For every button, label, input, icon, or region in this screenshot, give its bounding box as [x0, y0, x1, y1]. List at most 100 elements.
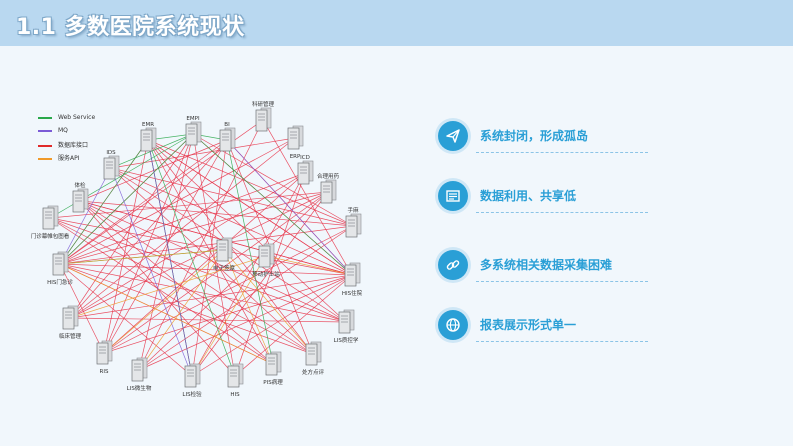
- legend-label: Web Service: [58, 114, 96, 121]
- connection-line: [49, 217, 274, 365]
- connection-line: [59, 172, 306, 265]
- server-label: ICD: [300, 155, 310, 161]
- server-node: RIS: [96, 340, 113, 375]
- connection-line: [103, 133, 194, 354]
- server-label: 移动护士站: [252, 270, 280, 278]
- connection-line: [147, 139, 347, 323]
- connection-line: [59, 263, 347, 323]
- server-node: 门诊幕帷包图看: [31, 205, 70, 240]
- connection-line: [69, 274, 353, 319]
- connection-line: [69, 133, 194, 319]
- server-label: 处方点评: [302, 368, 325, 376]
- server-label: EMR: [142, 122, 154, 128]
- connection-line: [59, 263, 314, 355]
- server-icon: [344, 264, 357, 287]
- page-title: 1.1 多数医院系统现状: [16, 15, 245, 40]
- server-icon: [258, 245, 271, 268]
- server-nodes: EMR EMPI BI 科研管理 ERP IDS ICD 合理用药体检手麻门诊幕帷包图看电子签…: [31, 100, 363, 398]
- legend-label: 数据库接口: [58, 142, 89, 149]
- server-icon: [103, 157, 116, 180]
- legend-label: MQ: [58, 127, 68, 134]
- server-node: ERP: [287, 125, 304, 160]
- paper-plane-icon: [438, 121, 468, 151]
- feature-data-collection-difficult: 多系统相关数据采集困难: [438, 250, 648, 286]
- connection-line: [191, 172, 306, 377]
- connection-line: [147, 139, 193, 377]
- connection-line: [192, 133, 353, 276]
- connection-line: [110, 167, 193, 377]
- connection-line: [103, 249, 225, 354]
- legend-label: 服务API: [58, 155, 80, 162]
- divider: [476, 341, 648, 342]
- connection-line: [59, 263, 353, 276]
- server-label: HIS: [230, 392, 240, 398]
- server-label: IDS: [106, 150, 116, 156]
- divider: [476, 212, 648, 213]
- connection-line: [59, 263, 274, 365]
- connection-line: [191, 255, 267, 377]
- server-node: HIS门急诊: [47, 251, 73, 286]
- connection-line: [59, 263, 193, 377]
- server-label: LIS检验: [182, 390, 202, 398]
- server-node: LIS微生物: [127, 357, 152, 392]
- divider: [476, 152, 648, 153]
- connection-line: [103, 225, 354, 354]
- server-node: 体检: [72, 181, 89, 213]
- connection-lines: [49, 119, 354, 377]
- server-icon: [320, 181, 333, 204]
- connection-line: [59, 139, 149, 265]
- feature-single-report-format: 报表展示形式单一: [438, 310, 648, 346]
- server-label: HIS门急诊: [47, 278, 73, 286]
- connection-line: [49, 217, 314, 355]
- link-icon: [438, 250, 468, 280]
- connection-line: [191, 139, 228, 377]
- server-icon: [297, 162, 310, 185]
- server-label: PIS病理: [263, 378, 283, 386]
- feature-text: 系统封闭，形成孤岛: [480, 129, 589, 143]
- connection-line: [226, 139, 353, 276]
- connection-line: [59, 167, 112, 265]
- server-label: 体检: [74, 181, 86, 189]
- connection-line: [69, 139, 228, 319]
- connection-line: [59, 139, 228, 265]
- server-icon: [52, 253, 65, 276]
- connection-line: [223, 249, 274, 365]
- server-icon: [184, 365, 197, 388]
- server-label: EMPI: [186, 116, 200, 122]
- server-label: 合理用药: [317, 172, 340, 180]
- feature-low-data-sharing: 数据利用、共享低: [438, 181, 648, 217]
- connection-line: [49, 191, 329, 219]
- server-label: LIS微生物: [127, 384, 152, 392]
- server-node: LIS质控学: [334, 309, 359, 344]
- globe-icon: [438, 310, 468, 340]
- connection-line: [234, 274, 353, 377]
- server-icon: [216, 239, 229, 262]
- feature-text: 数据利用、共享低: [480, 189, 577, 203]
- server-icon: [305, 343, 318, 366]
- server-node: 科研管理: [252, 100, 274, 132]
- server-label: 门诊幕帷包图看: [31, 232, 70, 240]
- server-node: 合理用药: [317, 172, 340, 204]
- server-icon: [227, 365, 240, 388]
- server-node: 处方点评: [302, 341, 325, 376]
- server-node: 临床管理: [59, 305, 81, 340]
- connection-line: [147, 139, 353, 276]
- server-icon: [345, 215, 358, 238]
- connection-line: [103, 139, 228, 354]
- legend-swatch-db-interface: [38, 144, 52, 147]
- server-label: LIS质控学: [334, 336, 359, 344]
- server-node: 手麻: [345, 206, 362, 238]
- server-label: 电子签章: [213, 264, 236, 272]
- system-network-diagram: EMR EMPI BI 科研管理 ERP IDS ICD 合理用药体检手麻门诊幕帷包图看电子签…: [31, 100, 363, 398]
- server-node: HIS住院: [342, 262, 363, 297]
- connection-line: [79, 200, 353, 276]
- connection-line: [69, 317, 347, 323]
- newspaper-icon: [438, 181, 468, 211]
- connection-line: [223, 249, 314, 355]
- connection-line: [69, 191, 329, 319]
- server-label: HIS住院: [342, 289, 363, 297]
- server-icon: [131, 359, 144, 382]
- server-label: RIS: [100, 369, 109, 375]
- server-label: BI: [224, 122, 230, 128]
- connection-line: [103, 274, 353, 354]
